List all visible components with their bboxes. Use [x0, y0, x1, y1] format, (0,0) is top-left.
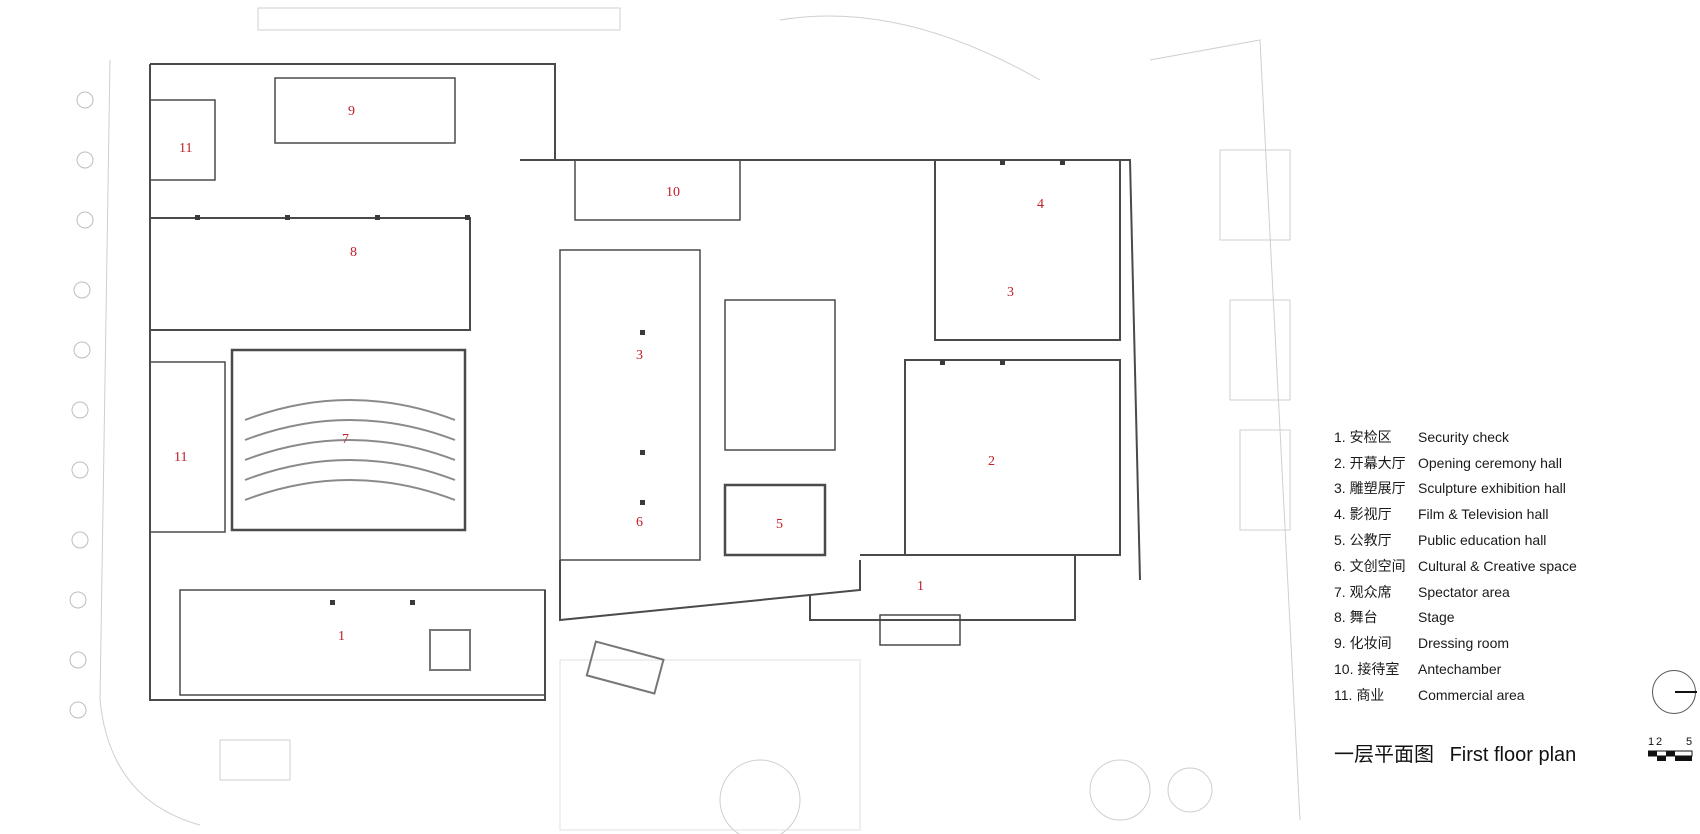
legend-item-en: Public education hall: [1418, 532, 1547, 549]
room-label-4: 4: [1037, 197, 1044, 212]
legend-item-en: Sculpture exhibition hall: [1418, 480, 1566, 497]
legend-item: 11. 商业 Commercial area: [1334, 682, 1577, 708]
scale-bar-graphic: [1648, 750, 1693, 761]
legend-item-en: Dressing room: [1418, 635, 1510, 652]
legend-item-cn: 6. 文创空间: [1334, 557, 1406, 574]
room-label-11-west: 11: [174, 450, 187, 465]
site-context: [99, 7, 1301, 834]
room-label-8: 8: [350, 245, 357, 260]
room-label-5: 5: [776, 517, 783, 532]
room-label-6: 6: [636, 515, 643, 530]
legend-item-cn: 3. 雕塑展厅: [1334, 480, 1406, 497]
plan-title-en: First floor plan: [1449, 744, 1577, 766]
floor-plan-drawing: 9 11 10 4 8 3 3 7 11 2 6 5 1 1: [69, 7, 1301, 834]
room-label-7: 7: [342, 432, 349, 447]
room-label-1-east: 1: [917, 579, 924, 594]
room-label-9: 9: [348, 104, 355, 119]
scale-bar: 1 2 5: [1648, 736, 1698, 766]
legend-item: 1. 安检区 Security check: [1334, 424, 1577, 450]
north-arrow-icon: [1652, 670, 1697, 714]
legend-item-en: Film & Television hall: [1418, 506, 1549, 523]
room-label-3-central: 3: [636, 348, 643, 363]
legend: 1. 安检区 Security check 2. 开幕大厅 Opening cerem…: [1334, 424, 1577, 708]
legend-item-cn: 4. 影视厅: [1334, 506, 1392, 523]
scale-label-2: 2: [1656, 736, 1663, 748]
legend-item-cn: 11. 商业: [1334, 686, 1385, 703]
room-label-11-north: 11: [179, 141, 192, 156]
legend-item: 2. 开幕大厅 Opening ceremony hall: [1334, 450, 1577, 476]
columns: [195, 160, 1065, 605]
legend-item-en: Opening ceremony hall: [1418, 454, 1562, 471]
legend-item: 6. 文创空间 Cultural & Creative space: [1334, 553, 1577, 579]
site-trees: [69, 91, 94, 719]
room-label-10: 10: [666, 185, 680, 200]
legend-item-cn: 8. 舞台: [1334, 609, 1378, 626]
legend-item-cn: 7. 观众席: [1334, 583, 1392, 600]
legend-item-en: Commercial area: [1418, 686, 1525, 703]
room-label-2: 2: [988, 454, 995, 469]
scale-label-1: 1: [1648, 736, 1655, 748]
legend-item: 8. 舞台 Stage: [1334, 605, 1577, 631]
legend-item-cn: 2. 开幕大厅: [1334, 454, 1406, 471]
room-label-1-west: 1: [338, 629, 345, 644]
legend-item: 7. 观众席 Spectator area: [1334, 579, 1577, 605]
plan-title: 一层平面图 First floor plan: [1334, 738, 1586, 767]
legend-item-en: Security check: [1418, 428, 1510, 445]
legend-item-en: Stage: [1418, 609, 1455, 626]
legend-item: 5. 公教厅 Public education hall: [1334, 527, 1577, 553]
legend-item: 9. 化妆间 Dressing room: [1334, 630, 1577, 656]
building-walls: [149, 63, 1141, 701]
room-label-3-east: 3: [1007, 285, 1014, 300]
legend-item-cn: 5. 公教厅: [1334, 532, 1392, 549]
legend-item-en: Spectator area: [1418, 583, 1510, 600]
legend-item-en: Cultural & Creative space: [1418, 557, 1577, 574]
plan-title-cn: 一层平面图: [1334, 744, 1434, 766]
legend-item: 4. 影视厅 Film & Television hall: [1334, 501, 1577, 527]
legend-item-cn: 10. 接待室: [1334, 661, 1400, 678]
legend-item-cn: 9. 化妆间: [1334, 635, 1392, 652]
legend-item-en: Antechamber: [1418, 661, 1502, 678]
scale-label-5: 5: [1686, 736, 1693, 748]
legend-item-cn: 1. 安检区: [1334, 428, 1392, 445]
legend-item: 3. 雕塑展厅 Sculpture exhibition hall: [1334, 476, 1577, 502]
legend-item: 10. 接待室 Antechamber: [1334, 656, 1577, 682]
